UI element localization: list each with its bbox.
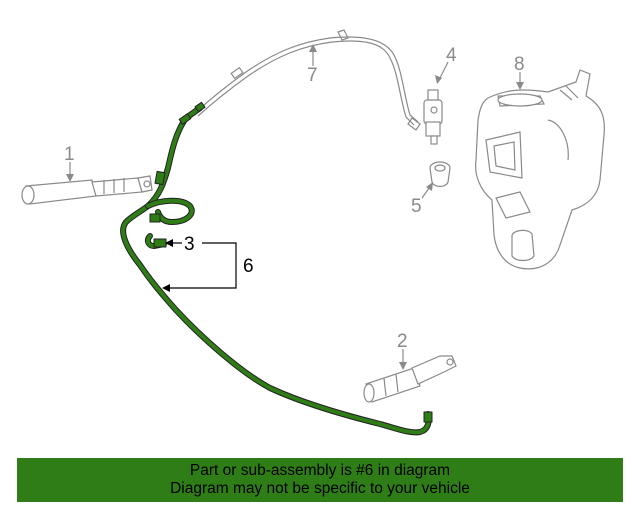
part-1-nozzle (21, 175, 153, 205)
callout-2: 2 (397, 331, 408, 352)
part-6-hose-assembly (120, 101, 433, 436)
banner-line-2: Diagram may not be specific to your vehi… (170, 480, 470, 497)
callout-3: 3 (184, 234, 195, 255)
part-4-pump (423, 89, 443, 145)
part-5-grommet (429, 161, 451, 188)
callout-8: 8 (514, 54, 525, 75)
part-8-reservoir (475, 69, 605, 270)
callout-1: 1 (64, 144, 75, 165)
part-2-nozzle (363, 355, 457, 403)
leader-lines (69, 46, 521, 368)
callout-4: 4 (446, 45, 457, 66)
callout-6: 6 (243, 256, 254, 277)
banner-line-1: Part or sub-assembly is #6 in diagram (189, 462, 451, 479)
callout-7: 7 (307, 65, 318, 86)
info-banner: Part or sub-assembly is #6 in diagram Di… (17, 458, 623, 502)
part-7-hose (195, 29, 421, 131)
leader-arrowheads (66, 44, 524, 370)
callout-5: 5 (411, 196, 422, 217)
